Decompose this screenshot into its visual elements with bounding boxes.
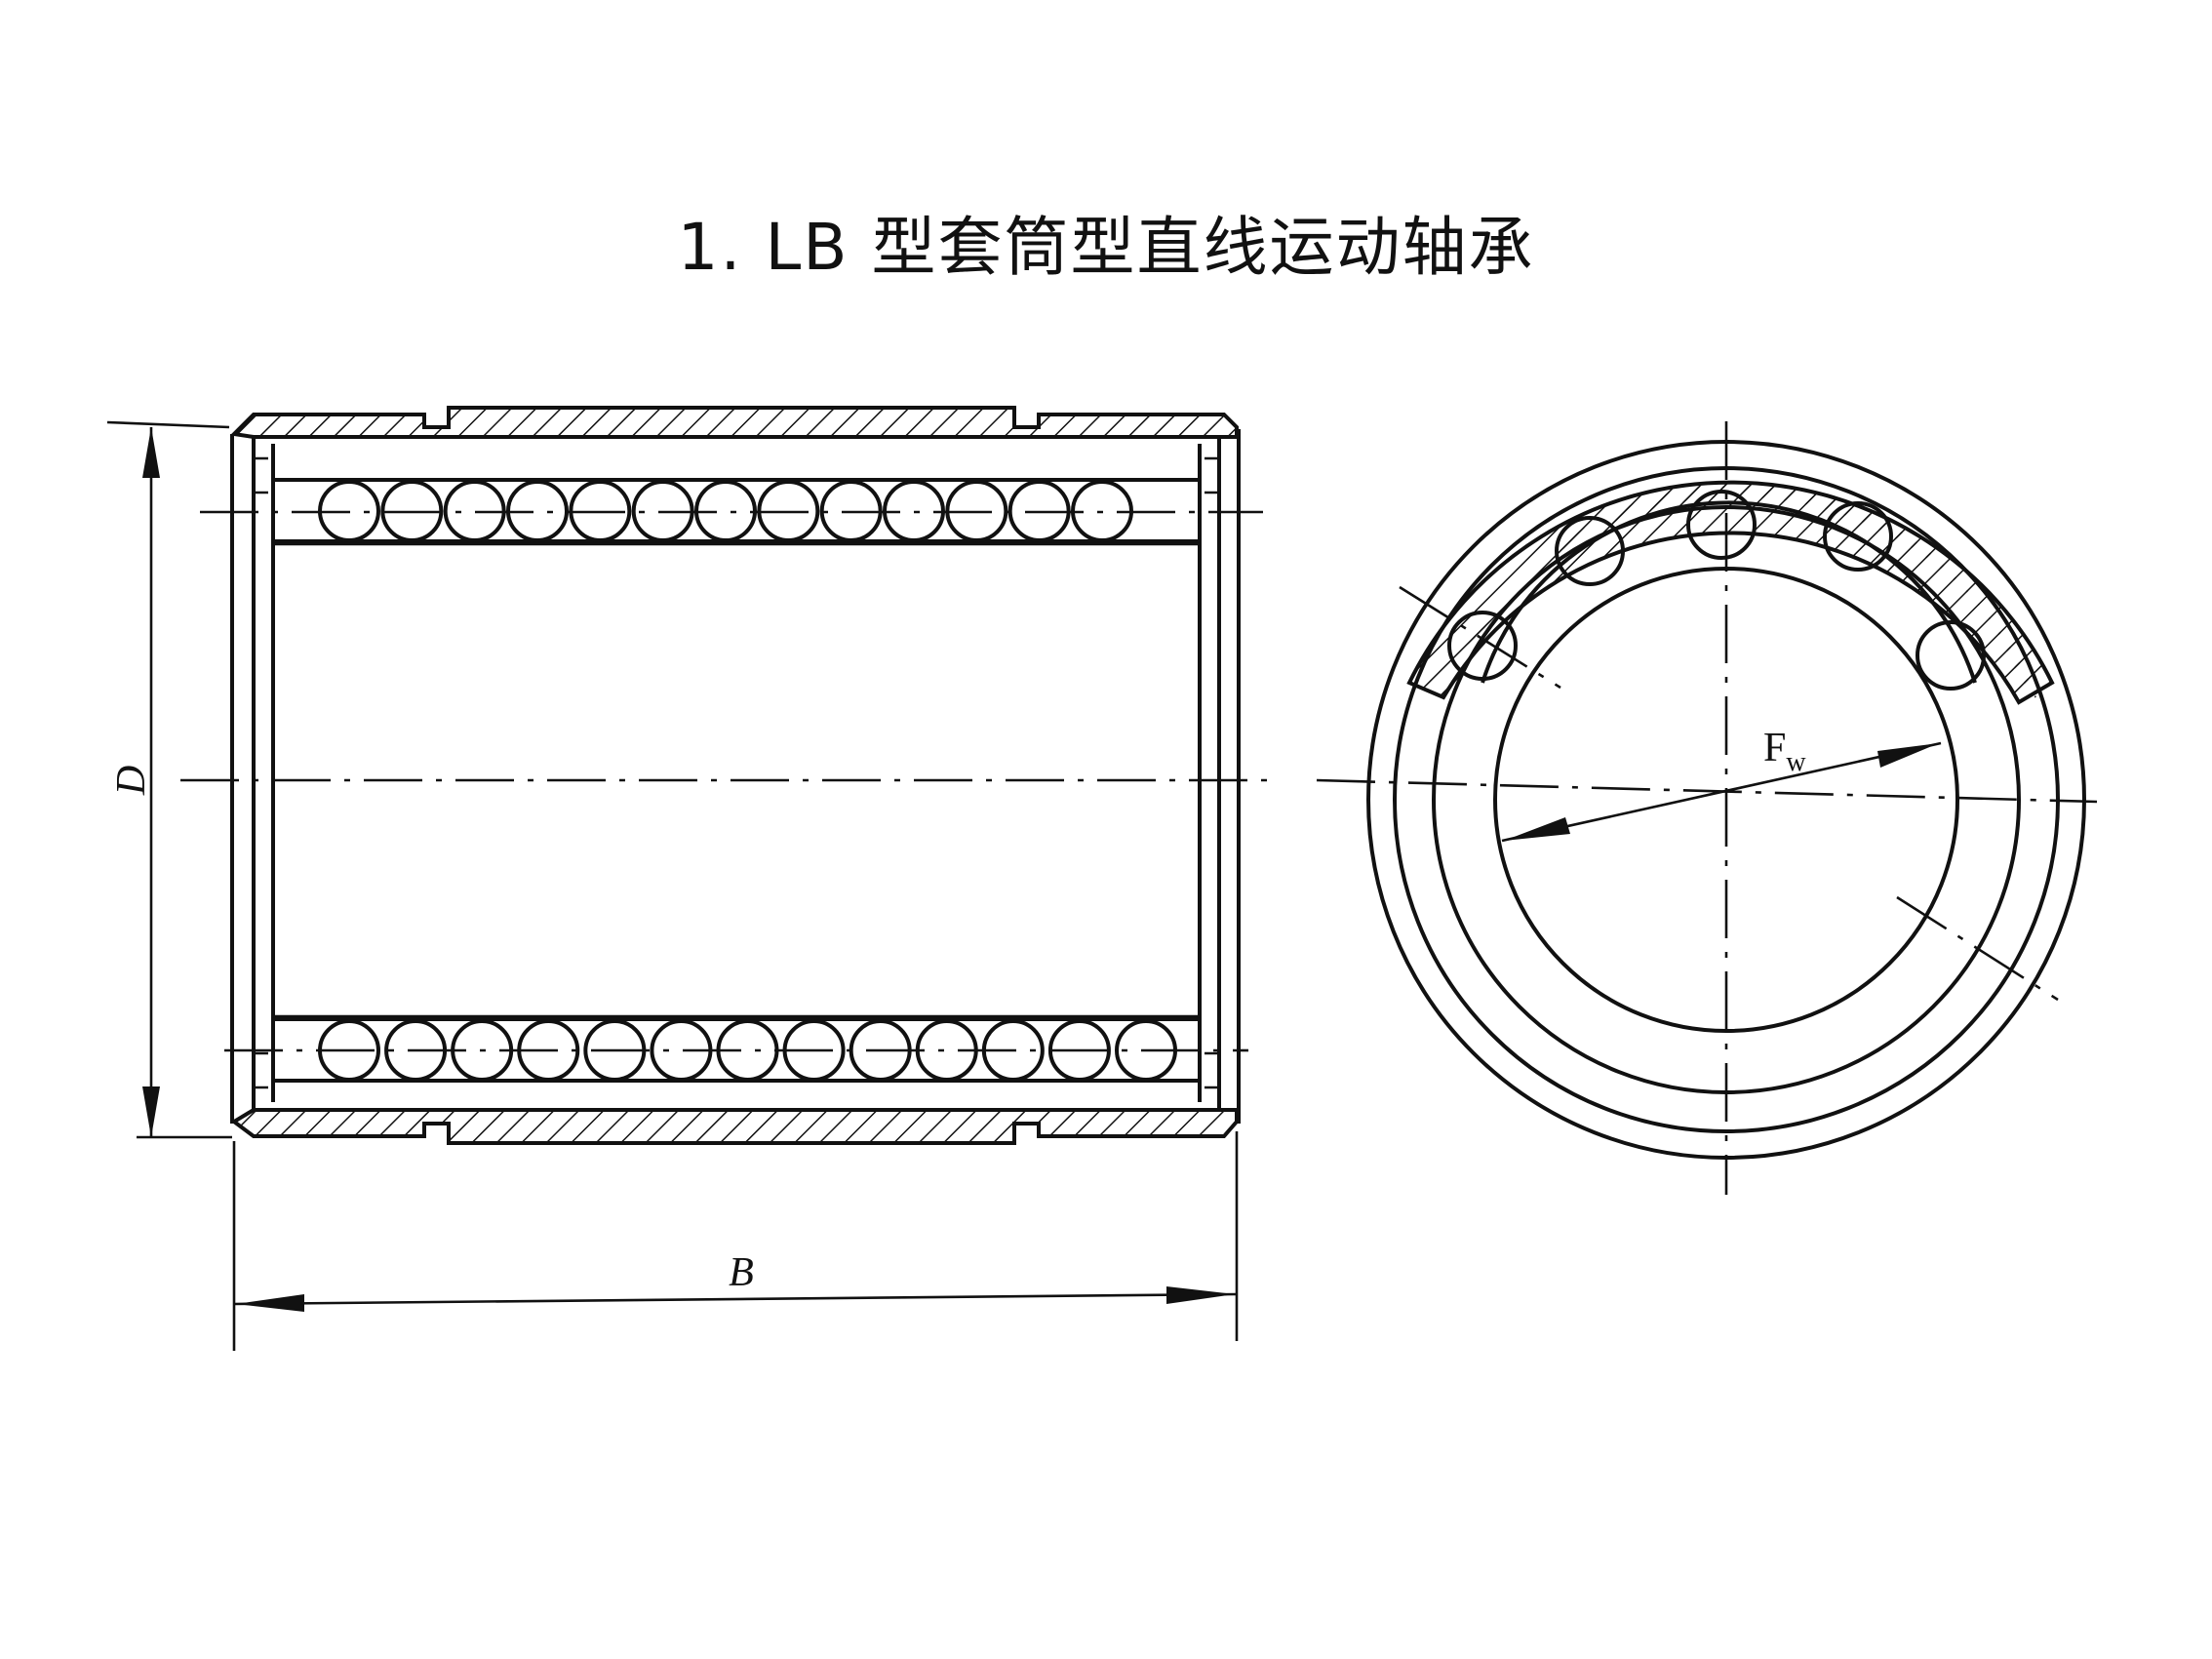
dimension-label-B: B [729,1250,754,1295]
ball [1686,490,1757,560]
ball-axis-right [1896,895,2059,1002]
ball-set-end-view [1447,490,1986,691]
page-title: 1. LB 型套筒型直线运动轴承 [677,210,1535,285]
ball [1823,501,1893,572]
dimension-label-Fw: Fw [1763,726,1806,777]
fw-main: F [1763,726,1786,770]
fw-subscript: w [1786,747,1806,777]
dimension-label-D: D [109,766,154,796]
ball [1916,620,1986,691]
dimension-length: B [232,1131,1239,1351]
side-view: D B [106,406,1273,1351]
ball [1555,516,1625,586]
end-view: Fw [1316,421,2098,1195]
dimension-outer-diameter: D [106,420,232,1139]
ball [1447,611,1518,681]
ball-axis-left [1399,585,1561,690]
sleeve-bottom-section [230,1108,1239,1145]
dimension-inscribed-diameter: Fw [1501,726,1942,843]
sleeve-top-section [229,406,1239,439]
end-horizontal-centerline [1316,778,2098,804]
